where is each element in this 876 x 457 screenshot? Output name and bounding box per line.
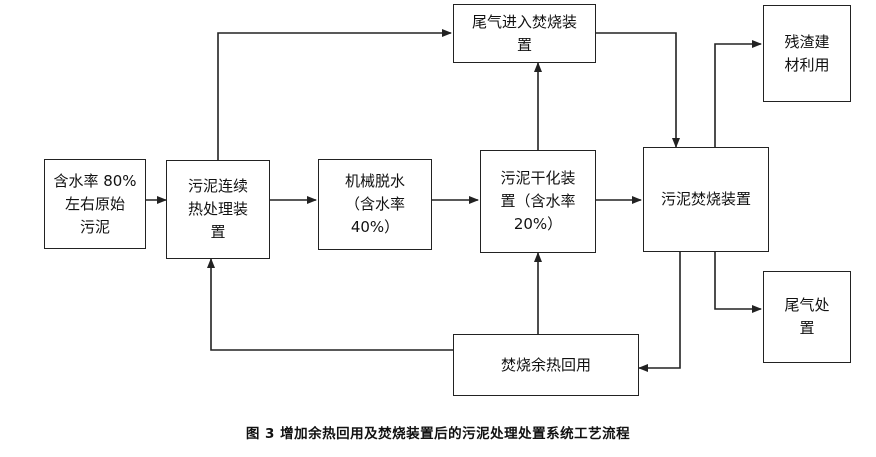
arrow-incineration-to-heat-recovery	[638, 252, 681, 372]
node-tail-gas-to-incinerator: 尾气进入焚烧装 置	[453, 4, 596, 63]
node-tail-gas-treatment: 尾气处 置	[763, 271, 851, 363]
arrow-tail-gas-to-incineration	[596, 32, 680, 148]
node-sludge-incineration: 污泥焚烧装置	[643, 147, 769, 252]
arrow-heat-treatment-to-tail-gas	[217, 29, 452, 160]
arrow-incineration-to-tail-gas-treatment	[714, 252, 762, 313]
node-mechanical-dewatering: 机械脱水 （含水率 40%）	[318, 159, 432, 250]
arrow-incineration-to-residue	[714, 40, 762, 147]
node-raw-sludge: 含水率 80% 左右原始 污泥	[44, 159, 146, 249]
node-incineration-heat-recovery: 焚烧余热回用	[453, 334, 639, 396]
node-sludge-drying: 污泥干化装 置（含水率 20%）	[480, 150, 596, 253]
figure-caption: 图 3 增加余热回用及焚烧装置后的污泥处理处置系统工艺流程	[245, 426, 631, 442]
node-continuous-heat-treatment: 污泥连续 热处理装 置	[166, 160, 270, 259]
arrow-heat-recovery-to-heat-treatment	[207, 258, 453, 351]
node-residue-building-material: 残渣建 材利用	[763, 5, 851, 102]
